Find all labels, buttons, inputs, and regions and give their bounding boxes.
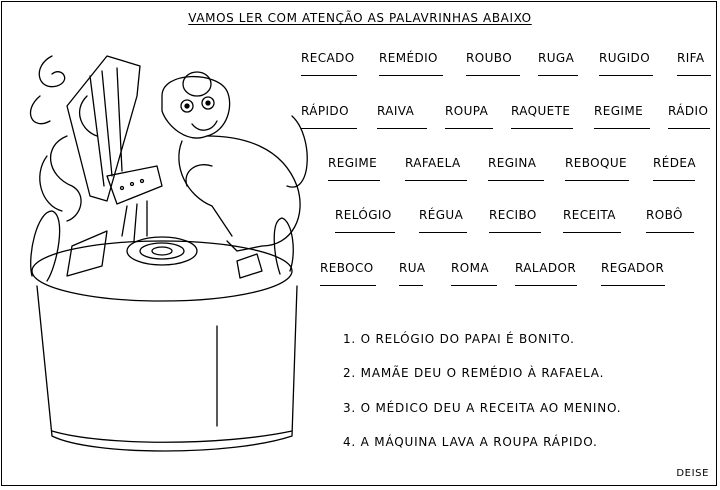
vocabulary-word: RECEITA xyxy=(563,208,621,233)
vocabulary-word-text: ROUPA xyxy=(445,104,489,118)
writing-line xyxy=(377,128,427,129)
vocabulary-word: RAFAELA xyxy=(405,156,467,181)
writing-line xyxy=(301,75,357,76)
vocabulary-word-text: RÁPIDO xyxy=(301,104,349,118)
vocabulary-word: REMÉDIO xyxy=(379,51,443,76)
writing-line xyxy=(565,180,629,181)
vocabulary-word: RÁPIDO xyxy=(301,104,357,129)
writing-line xyxy=(320,285,376,286)
vocabulary-word: RALADOR xyxy=(515,261,577,286)
vocabulary-word-text: RELÓGIO xyxy=(335,208,392,222)
vocabulary-word: RELÓGIO xyxy=(335,208,395,233)
vocabulary-word: ROBÔ xyxy=(646,208,694,233)
writing-line xyxy=(515,285,577,286)
writing-line xyxy=(379,75,443,76)
vocabulary-word-text: RÉDEA xyxy=(653,156,696,170)
writing-line xyxy=(466,75,520,76)
vocabulary-word: REBOCO xyxy=(320,261,376,286)
vocabulary-word: REGINA xyxy=(488,156,544,181)
writing-line xyxy=(646,232,694,233)
writing-line xyxy=(489,232,541,233)
writing-line xyxy=(599,75,653,76)
vocabulary-word-text: REGADOR xyxy=(601,261,665,275)
worksheet-title: VAMOS LER COM ATENÇÃO AS PALAVRINHAS ABA… xyxy=(188,11,532,25)
chef-rat-cooking-pot-illustration xyxy=(29,55,308,452)
food-in-pot xyxy=(66,230,263,279)
steam-swirls xyxy=(29,55,98,222)
vocabulary-word-text: RAIVA xyxy=(377,104,415,118)
vocabulary-word-text: RUGIDO xyxy=(599,51,651,65)
vocabulary-word-text: RUA xyxy=(399,261,426,275)
vocabulary-word: REGADOR xyxy=(601,261,665,286)
vocabulary-word: ROUPA xyxy=(445,104,493,129)
reading-sentence: 3. O MÉDICO DEU A RECEITA AO MENINO. xyxy=(343,401,622,415)
author-credit: DEISE xyxy=(676,468,709,479)
vocabulary-word-text: REGIME xyxy=(594,104,644,118)
writing-line xyxy=(563,232,621,233)
vocabulary-word-text: RUGA xyxy=(538,51,575,65)
vocabulary-word-text: REBOCO xyxy=(320,261,374,275)
writing-line xyxy=(399,285,423,286)
vocabulary-word-text: RECEITA xyxy=(563,208,616,222)
vocabulary-word-text: RECIBO xyxy=(489,208,537,222)
vocabulary-word-text: RAFAELA xyxy=(405,156,461,170)
writing-line xyxy=(488,180,544,181)
writing-line xyxy=(594,128,650,129)
writing-line xyxy=(335,232,395,233)
reading-sentence: 4. A MÁQUINA LAVA A ROUPA RÁPIDO. xyxy=(343,435,598,449)
spatula xyxy=(66,55,141,202)
vocabulary-word-text: REMÉDIO xyxy=(379,51,438,65)
vocabulary-word-text: RAQUETE xyxy=(511,104,571,118)
vocabulary-word: ROMA xyxy=(451,261,497,286)
writing-line xyxy=(301,128,357,129)
vocabulary-word: RECADO xyxy=(301,51,357,76)
writing-line xyxy=(405,180,467,181)
writing-line xyxy=(328,180,380,181)
vocabulary-word: RÉGUA xyxy=(419,208,467,233)
vocabulary-word: RÁDIO xyxy=(668,104,710,129)
vocabulary-word: RUA xyxy=(399,261,426,286)
vocabulary-word-text: RIFA xyxy=(677,51,705,65)
vocabulary-word: RAQUETE xyxy=(511,104,573,129)
vocabulary-word: RUGIDO xyxy=(599,51,653,76)
vocabulary-word: RECIBO xyxy=(489,208,541,233)
writing-line xyxy=(601,285,665,286)
salt-shaker xyxy=(106,165,163,242)
vocabulary-word: RUGA xyxy=(538,51,578,76)
writing-line xyxy=(511,128,573,129)
vocabulary-word: RÉDEA xyxy=(653,156,696,181)
vocabulary-word-text: ROBÔ xyxy=(646,208,683,222)
reading-sentence: 2. MAMÃE DEU O REMÉDIO À RAFAELA. xyxy=(343,366,605,380)
writing-line xyxy=(653,180,695,181)
vocabulary-word: REGIME xyxy=(594,104,650,129)
vocabulary-word-text: REGINA xyxy=(488,156,537,170)
writing-line xyxy=(445,128,493,129)
writing-line xyxy=(451,285,497,286)
vocabulary-word: REBOQUE xyxy=(565,156,629,181)
vocabulary-word-text: RÉGUA xyxy=(419,208,464,222)
vocabulary-word-text: REBOQUE xyxy=(565,156,627,170)
writing-line xyxy=(668,128,710,129)
vocabulary-word-text: REGIME xyxy=(328,156,378,170)
vocabulary-word: REGIME xyxy=(328,156,380,181)
reading-sentence: 1. O RELÓGIO DO PAPAI É BONITO. xyxy=(343,332,575,346)
writing-line xyxy=(538,75,578,76)
writing-line xyxy=(419,232,467,233)
vocabulary-word-text: ROMA xyxy=(451,261,489,275)
vocabulary-word-text: ROUBO xyxy=(466,51,513,65)
vocabulary-word-text: RÁDIO xyxy=(668,104,709,118)
rat-character xyxy=(161,71,308,252)
cooking-pot xyxy=(30,210,298,452)
vocabulary-word: RIFA xyxy=(677,51,711,76)
vocabulary-word: ROUBO xyxy=(466,51,520,76)
vocabulary-word-text: RALADOR xyxy=(515,261,577,275)
vocabulary-word: RAIVA xyxy=(377,104,427,129)
writing-line xyxy=(677,75,711,76)
vocabulary-word-text: RECADO xyxy=(301,51,355,65)
